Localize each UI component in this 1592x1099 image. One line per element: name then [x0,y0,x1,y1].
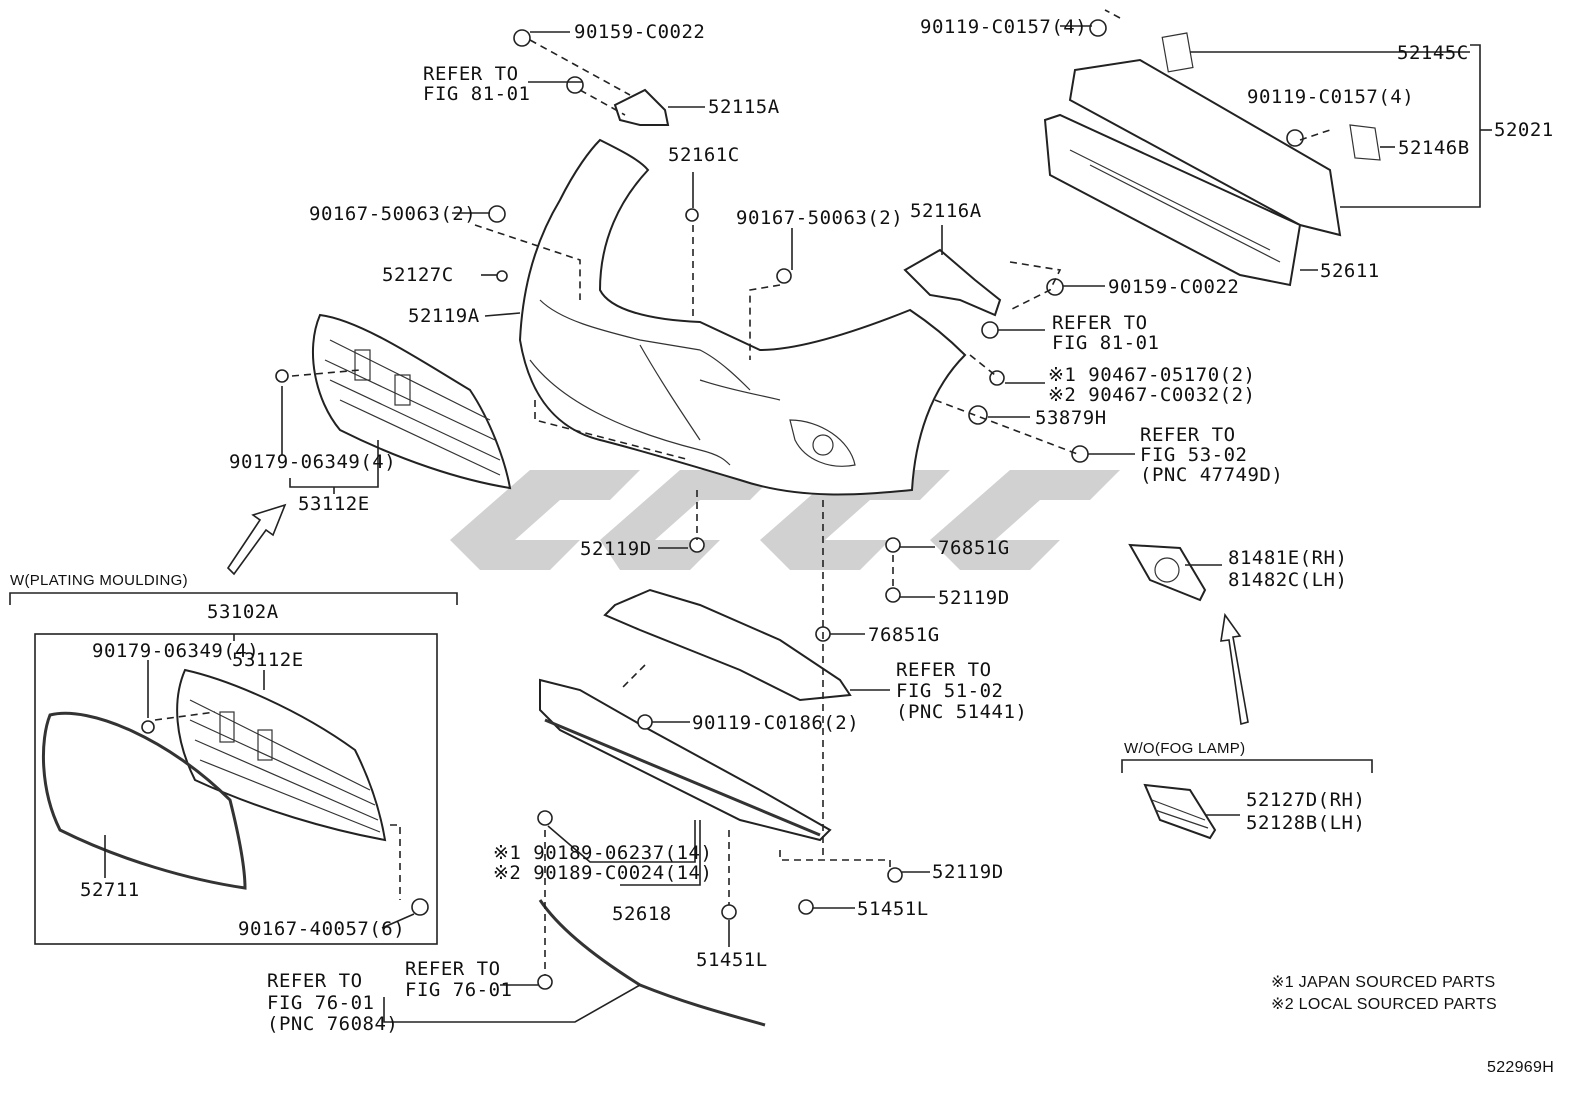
label-52127D: 52127D(RH) [1246,789,1366,811]
label-refer-51-b: FIG 51-02 [896,680,1004,702]
label-52115A: 52115A [708,96,780,118]
label-refer-81-top-a: REFER TO [423,63,519,85]
label-refer-51-c: (PNC 51441) [896,701,1028,723]
label-plating-header: W(PLATING MOULDING) [10,572,188,589]
label-refer-81-top-b: FIG 81-01 [423,83,531,105]
leader-lines [104,25,1492,1023]
label-53879H: 53879H [1035,407,1107,429]
label-refer-76-c: (PNC 76084) [267,1013,399,1035]
reinforcement-52021 [1043,32,1381,287]
label-90467-b: ※2 90467-C0032(2) [1048,384,1256,406]
bumper-cover-52119A [518,138,967,496]
label-note-local: ※2 LOCAL SOURCED PARTS [1271,996,1497,1013]
label-52711: 52711 [80,879,140,901]
label-51451L-b: 51451L [696,949,768,971]
label-refer-81-right-a: REFER TO [1052,312,1148,334]
arrow-up-right [1220,612,1249,726]
label-81482C: 81482C(LH) [1228,569,1348,591]
label-refer-53-c: (PNC 47749D) [1140,464,1284,486]
label-76851G-b: 76851G [868,624,940,646]
plating-box [34,633,438,945]
label-53112E-top: 53112E [298,493,370,515]
label-53112E-box: 53112E [232,649,304,671]
watermark-logo [450,470,1120,570]
label-52618: 52618 [612,903,672,925]
label-90189-b: ※2 90189-C0024(14) [493,862,713,884]
label-refer-76-b: FIG 76-01 [267,992,375,1014]
label-52128B: 52128B(LH) [1246,812,1366,834]
dashed-lines [154,9,1331,975]
fog-cover [1128,543,1207,602]
label-90167-mid: 90167-50063(2) [736,207,904,229]
label-90159-right: 90159-C0022 [1108,276,1240,298]
label-90119-low: 90119-C0186(2) [692,712,860,734]
label-52146B: 52146B [1398,137,1470,159]
label-refer-53-b: FIG 53-02 [1140,444,1248,466]
label-52119D-c: 52119D [932,861,1004,883]
fog-cover-blank [1143,783,1217,840]
label-refer-76-e: FIG 76-01 [405,979,513,1001]
label-90159-top: 90159-C0022 [574,21,706,43]
label-refer-51-a: REFER TO [896,659,992,681]
label-52119D-a: 52119D [580,538,652,560]
label-90167-box: 90167-40057(6) [238,918,406,940]
label-52116A: 52116A [910,200,982,222]
label-90179-box: 90179-06349(4) [92,640,260,662]
label-figure-id: 522969H [1487,1059,1555,1076]
label-81481E: 81481E(RH) [1228,547,1348,569]
label-90467-a: ※1 90467-05170(2) [1048,364,1256,386]
label-90179-top: 90179-06349(4) [229,451,397,473]
plating-bracket [9,592,458,605]
label-53102A: 53102A [207,601,279,623]
label-fog-header: W/O(FOG LAMP) [1124,740,1246,757]
label-76851G-a: 76851G [938,537,1010,559]
label-52145C: 52145C [1397,42,1469,64]
grille-53112E-top [311,313,512,490]
arrow-up-left [226,503,287,576]
bracket-52116A [903,248,1002,317]
grille-53112E-box [176,668,387,842]
label-refer-76-a: REFER TO [267,970,363,992]
label-51451L-a: 51451L [857,898,929,920]
fog-bracket [1121,759,1373,773]
label-90189-a: ※1 90189-06237(14) [493,842,713,864]
label-52119A: 52119A [408,305,480,327]
label-52161C: 52161C [668,144,740,166]
bracket-52115A [613,88,670,126]
label-90119-top: 90119-C0157(4) [920,16,1088,38]
label-90119-mid: 90119-C0157(4) [1247,86,1415,108]
label-52021: 52021 [1494,119,1554,141]
label-52119D-b: 52119D [938,587,1010,609]
label-refer-76-d: REFER TO [405,958,501,980]
moulding-52711 [41,711,247,890]
under-cover [603,588,852,702]
fasteners [141,19,1304,990]
label-refer-53-a: REFER TO [1140,424,1236,446]
label-refer-81-right-b: FIG 81-01 [1052,332,1160,354]
label-52127C: 52127C [382,264,454,286]
label-note-japan: ※1 JAPAN SOURCED PARTS [1271,974,1496,991]
absorber-52618 [539,678,832,842]
label-90167-left: 90167-50063(2) [309,203,477,225]
label-52611: 52611 [1320,260,1380,282]
